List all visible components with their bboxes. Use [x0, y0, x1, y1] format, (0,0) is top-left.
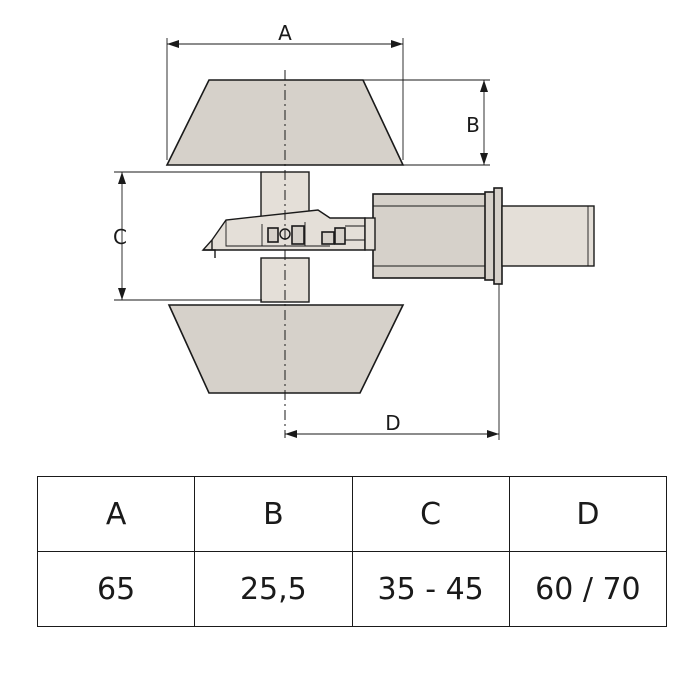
table-value-row: 65 25,5 35 - 45 60 / 70 [36, 551, 668, 627]
header-cell-d: D [508, 476, 668, 552]
dimension-c: C [113, 171, 262, 301]
dimensions-table: A B C D 65 25,5 35 - 45 60 / 70 [36, 476, 668, 627]
value-cell-a: 65 [36, 551, 196, 627]
dimension-b-label: B [466, 113, 480, 137]
header-cell-b: B [194, 476, 353, 552]
header-cell-c: C [351, 476, 510, 552]
dimension-d: D [285, 284, 500, 440]
value-cell-d: 60 / 70 [508, 551, 668, 627]
header-cell-a: A [36, 476, 196, 552]
bottom-knob [167, 304, 405, 394]
value-cell-b: 25,5 [194, 551, 353, 627]
latch-mechanism [201, 209, 366, 258]
lock-housing [364, 187, 503, 285]
dimension-a-label: A [278, 21, 292, 45]
cylinder-sleeve [501, 205, 595, 267]
technical-drawing: A B C D [113, 21, 595, 440]
table-header-row: A B C D [36, 476, 668, 552]
dimension-b: B [363, 79, 490, 166]
value-cell-c: 35 - 45 [351, 551, 510, 627]
dimension-c-label: C [113, 225, 127, 249]
dimension-d-label: D [385, 411, 400, 435]
dimension-a: A [166, 21, 404, 160]
